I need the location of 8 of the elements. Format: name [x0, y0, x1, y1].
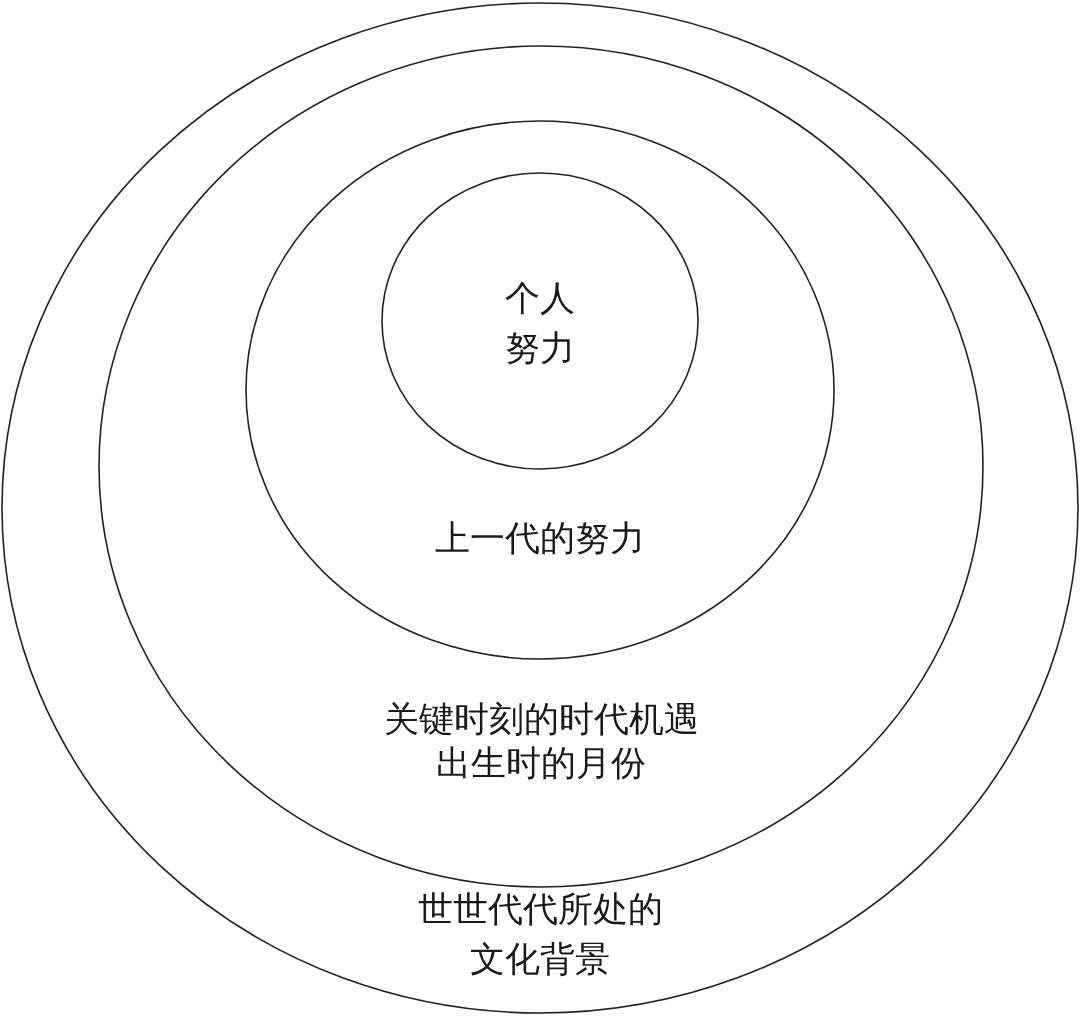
nested-ellipse [98, 45, 984, 888]
layer-label: 世世代代所处的文化背景 [416, 888, 664, 981]
layer-label: 上一代的努力 [435, 517, 645, 560]
nested-ellipse [381, 172, 699, 470]
layer-label: 关键时刻的时代机遇 [383, 698, 699, 741]
layer-label: 出生时的月份 [436, 742, 646, 785]
layer-label: 个人努力 [504, 277, 576, 370]
nested-ellipse [245, 120, 835, 660]
